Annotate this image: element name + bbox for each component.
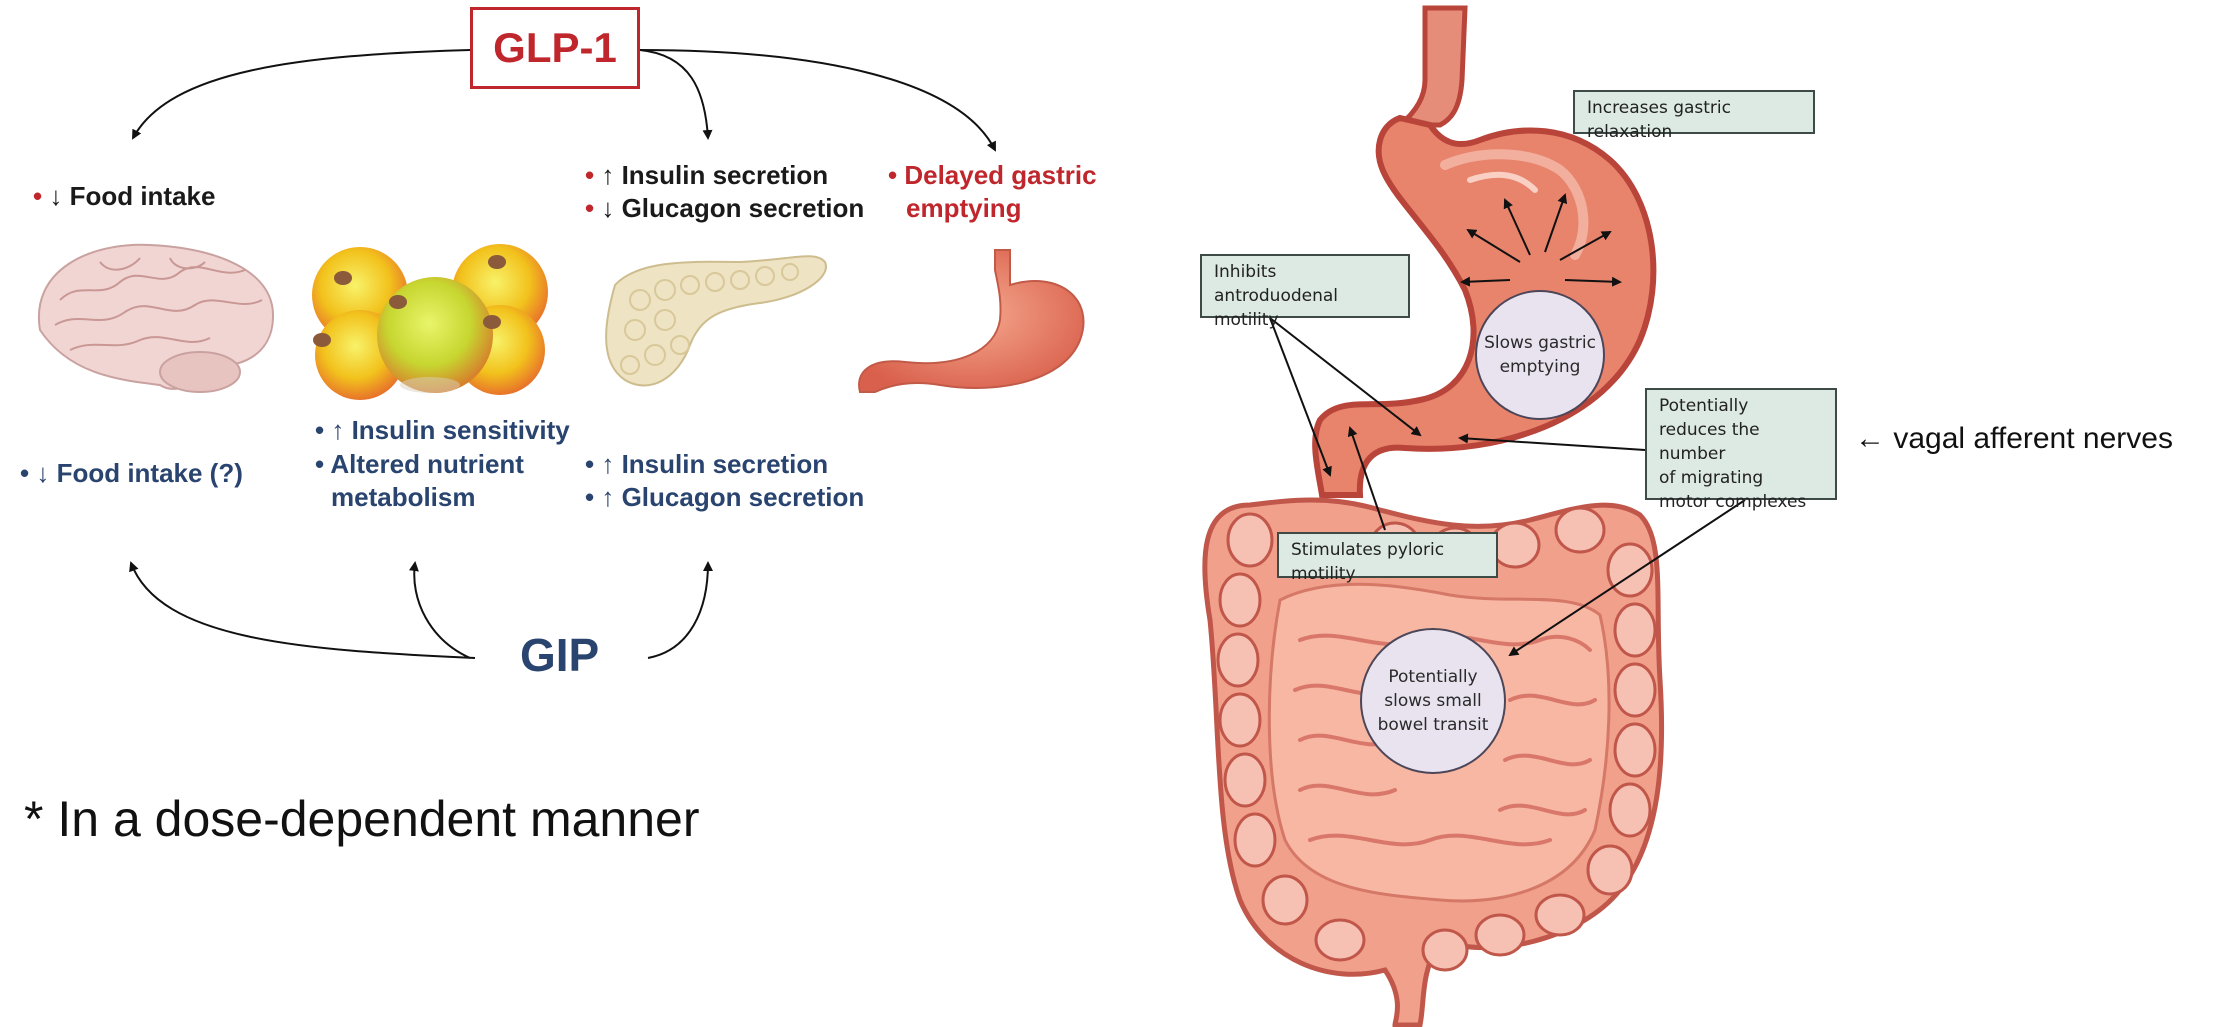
glp1-stomach-effect-2: emptying (906, 193, 1022, 224)
glp1-to-brain-arrow (133, 50, 470, 138)
footnote: * In a dose-dependent manner (24, 790, 700, 848)
gip-adipose-effect-3: metabolism (331, 482, 476, 513)
glp1-label: GLP-1 (493, 24, 617, 72)
mmc-box: Potentially reduces the number of migrat… (1645, 388, 1837, 500)
stomach-small-image (859, 250, 1083, 392)
adipose-image (312, 244, 548, 400)
gip-adipose-effect-1: • ↑ Insulin sensitivity (315, 415, 570, 446)
glp1-pancreas-effect-2: • ↓ Glucagon secretion (585, 193, 864, 224)
pyloric-motility-box: Stimulates pyloric motility (1277, 532, 1498, 578)
gip-arrows (131, 563, 708, 658)
gip-pancreas-effect-1: • ↑ Insulin secretion (585, 449, 828, 480)
gip-to-brain-arrow (131, 563, 475, 658)
gip-label: GIP (520, 628, 599, 682)
glp1-brain-effect: • ↓ Food intake (33, 181, 215, 212)
brain-image (39, 245, 273, 392)
gip-pancreas-effect-2: • ↑ Glucagon secretion (585, 482, 864, 513)
gip-to-pancreas-arrow (648, 563, 708, 658)
glp1-to-pancreas-arrow (640, 50, 708, 138)
gip-adipose-effect-2: • Altered nutrient (315, 449, 524, 480)
gip-brain-effect: • ↓ Food intake (?) (20, 458, 243, 489)
glp1-to-stomach-arrow (640, 50, 995, 150)
gastric-relaxation-box: Increases gastric relaxation (1573, 90, 1815, 134)
vagal-afferent-label: ← vagal afferent nerves (1855, 422, 2173, 456)
antroduodenal-box: Inhibits antroduodenal motility (1200, 254, 1410, 318)
glp1-stomach-effect-1: • Delayed gastric (888, 160, 1097, 191)
gip-to-adipose-arrow (414, 563, 470, 658)
glp1-pancreas-effect-1: • ↑ Insulin secretion (585, 160, 828, 191)
pancreas-image (606, 256, 826, 385)
glp1-box: GLP-1 (470, 7, 640, 89)
gi-tract-image (1205, 8, 1662, 1025)
